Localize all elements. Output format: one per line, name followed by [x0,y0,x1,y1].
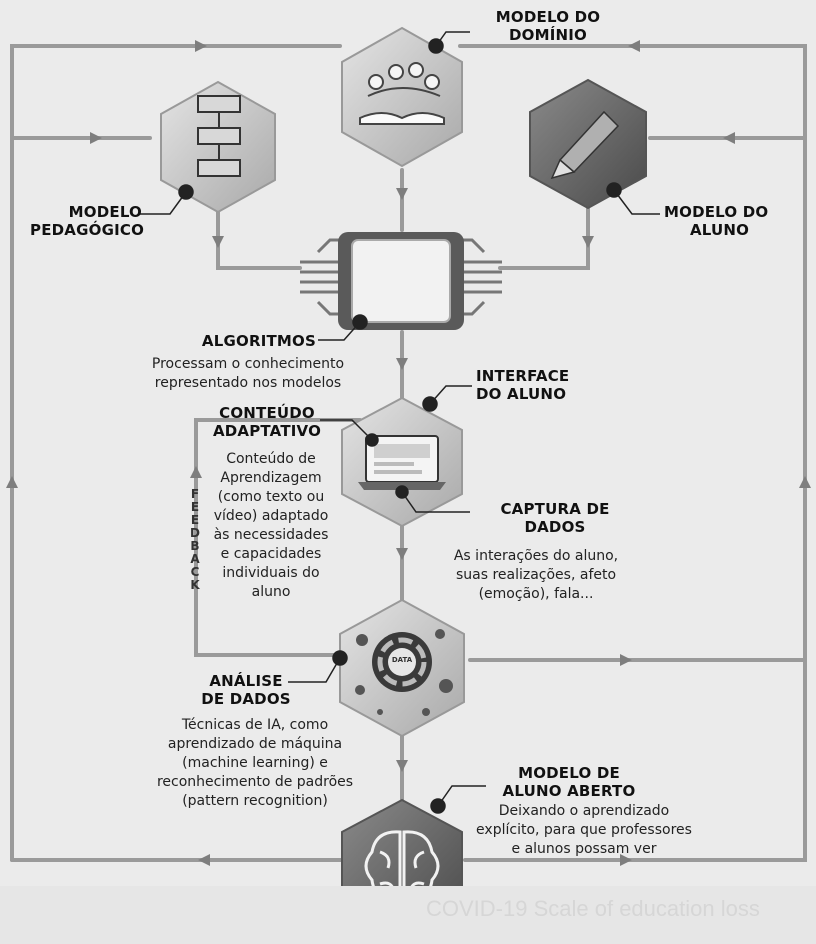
analise-desc-line: aprendizado de máquina [167,736,343,752]
analise-title-1: ANÁLISE [209,672,283,690]
aberto-desc-line: explícito, para que professores [476,822,692,838]
label-conteudo-adaptativo: CONTEÚDO ADAPTATIVO [204,404,330,440]
dominio-title-2: DOMÍNIO [509,26,587,44]
conteudo-desc-line: aluno [251,584,291,600]
conteudo-title-1: CONTEÚDO [219,404,315,422]
captura-desc-line: (emoção), fala... [478,586,594,602]
conteudo-desc-line: às necessidades [213,527,329,543]
aberto-desc-line: Deixando o aprendizado [498,803,670,819]
chip-icon [300,232,502,330]
conteudo-desc-line: (como texto ou [217,489,325,505]
hex-interface [341,396,463,528]
feedback-letter: F [190,487,202,501]
pencil-icon [550,110,620,180]
conteudo-desc-line: vídeo) adaptado [213,508,329,524]
analise-title-2: DE DADOS [201,690,291,708]
aberto-description: Deixando o aprendizado explícito, para q… [464,802,704,859]
book-icon [359,62,445,125]
aluno-to-chip [498,203,590,270]
aberto-title-1: MODELO DE [518,764,620,782]
captura-description: As interações do aluno, suas realizações… [438,547,634,604]
aluno-title-1: MODELO DO [664,203,769,221]
feedback-letter: K [190,578,202,592]
conteudo-desc-line: e capacidades [220,546,322,562]
analise-desc-line: (pattern recognition) [182,793,328,809]
conteudo-description: Conteúdo de Aprendizagem (como texto ou … [208,450,334,602]
flowchart-icon [197,95,241,177]
outer-left-loop [10,44,342,862]
monitor-icon [358,435,446,490]
conteudo-title-2: ADAPTATIVO [212,422,322,440]
data-wheel-icon [355,629,453,716]
label-algoritmos: ALGORITMOS [201,332,316,350]
algoritmos-desc-1: Processam o conhecimento [151,356,345,372]
hex-dominio [341,26,463,168]
hex-aluno [529,78,647,210]
analise-description: Técnicas de IA, como aprendizado de máqu… [150,716,360,811]
arrow-heads [6,40,811,866]
conteudo-desc-line: Aprendizagem [220,470,322,486]
label-modelo-aluno: MODELO DO ALUNO [664,203,784,239]
hex-analise [339,598,465,738]
analise-desc-line: (machine learning) e [182,755,328,771]
pedagogico-to-chip [216,210,302,270]
feedback-letter: B [190,539,202,553]
label-modelo-pedagogico: MODELO PEDAGÓGICO [30,203,145,239]
label-captura-dados: CAPTURA DE DADOS [480,500,630,536]
data-badge: DATA [391,656,413,664]
feedback-letter: E [190,500,202,514]
analise-desc-line: Técnicas de IA, como [181,717,329,733]
algoritmos-desc-2: representado nos modelos [154,375,342,391]
feedback-loop [194,418,362,657]
interface-title-2: DO ALUNO [476,385,567,403]
captura-desc-line: As interações do aluno, [453,548,619,564]
dominio-title-1: MODELO DO [495,8,601,26]
feedback-letter: E [190,513,202,527]
bottom-overlay-bar [0,886,816,944]
captura-title-2: DADOS [524,518,586,536]
captura-desc-line: suas realizações, afeto [455,567,617,583]
hex-pedagogico [160,80,276,214]
captura-title-1: CAPTURA DE [500,500,610,518]
feedback-letter: C [190,565,202,579]
interface-title-1: INTERFACE [476,367,570,385]
pedagogico-title-2: PEDAGÓGICO [30,221,145,239]
conteudo-desc-line: individuais do [222,565,320,581]
watermark-caption: COVID-19 Scale of education loss [426,896,760,921]
analise-desc-line: reconhecimento de padrões [156,774,354,790]
label-pointers [140,31,660,814]
feedback-letter: A [190,552,202,566]
pedagogico-title-1: MODELO [68,203,142,221]
label-interface-aluno: INTERFACE DO ALUNO [476,367,606,403]
label-modelo-aluno-aberto: MODELO DE ALUNO ABERTO [494,764,644,800]
conteudo-desc-line: Conteúdo de [226,451,316,467]
algoritmos-description: Processam o conhecimento representado no… [132,355,364,393]
label-modelo-dominio: MODELO DO DOMÍNIO [478,8,618,44]
aberto-desc-line: e alunos possam ver [511,841,657,857]
aluno-title-2: ALUNO [690,221,750,239]
aberto-title-2: ALUNO ABERTO [502,782,636,800]
feedback-letter: D [190,526,202,540]
bottom-right-line [463,658,807,862]
label-analise-dados: ANÁLISE DE DADOS [194,672,298,708]
